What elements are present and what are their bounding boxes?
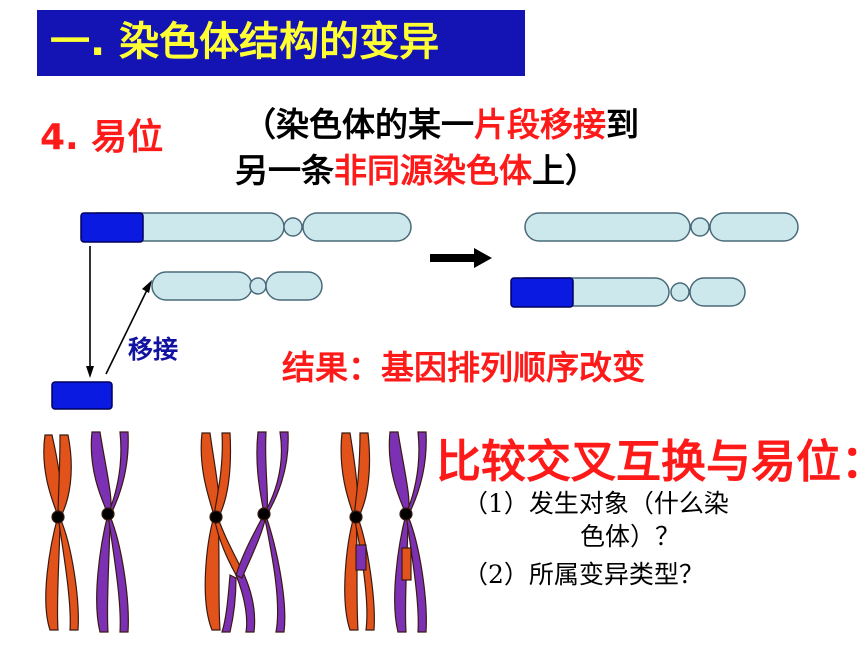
detached-segment bbox=[51, 381, 113, 410]
chromosome-after-donor bbox=[524, 212, 799, 242]
transfer-label: 移接 bbox=[128, 335, 179, 364]
chromosome-pair-normal bbox=[43, 431, 129, 633]
definition-highlight: 片段移接 bbox=[474, 105, 606, 144]
definition-highlight: 非同源染色体 bbox=[334, 151, 532, 190]
definition-text: 上） bbox=[532, 151, 598, 190]
definition-line-2: 另一条非同源染色体上） bbox=[235, 144, 598, 192]
result-text: 结果：基因排列顺序改变 bbox=[282, 348, 645, 387]
chromosome-before-donor bbox=[80, 212, 412, 243]
section-label: 4. 易位 bbox=[40, 117, 164, 158]
compare-title: 比较交叉互换与易位： bbox=[436, 435, 860, 488]
question-1-line-2: 色体）？ bbox=[580, 522, 681, 551]
chromosome-pair-translocation bbox=[340, 431, 427, 633]
definition-text: 到 bbox=[606, 105, 639, 144]
translocated-segment bbox=[80, 212, 144, 243]
chromosome-pair-crossing-over bbox=[200, 431, 289, 633]
chromosome-before-recipient bbox=[151, 271, 323, 301]
result-arrow-icon bbox=[430, 248, 492, 268]
title-bar bbox=[37, 10, 525, 76]
chromosome-after-recipient bbox=[510, 277, 746, 308]
inserted-segment bbox=[510, 277, 574, 308]
transfer-arrows bbox=[89, 246, 148, 375]
definition-line-1: （染色体的某一片段移接到 bbox=[243, 98, 639, 146]
definition-text: 另一条 bbox=[235, 151, 334, 190]
question-2: （2）所属变异类型？ bbox=[463, 560, 704, 589]
question-1-line-1: （1）发生对象（什么染 bbox=[463, 489, 729, 518]
definition-text: （染色体的某一 bbox=[243, 105, 474, 144]
slide-title: 一. 染色体结构的变异 bbox=[50, 19, 440, 65]
